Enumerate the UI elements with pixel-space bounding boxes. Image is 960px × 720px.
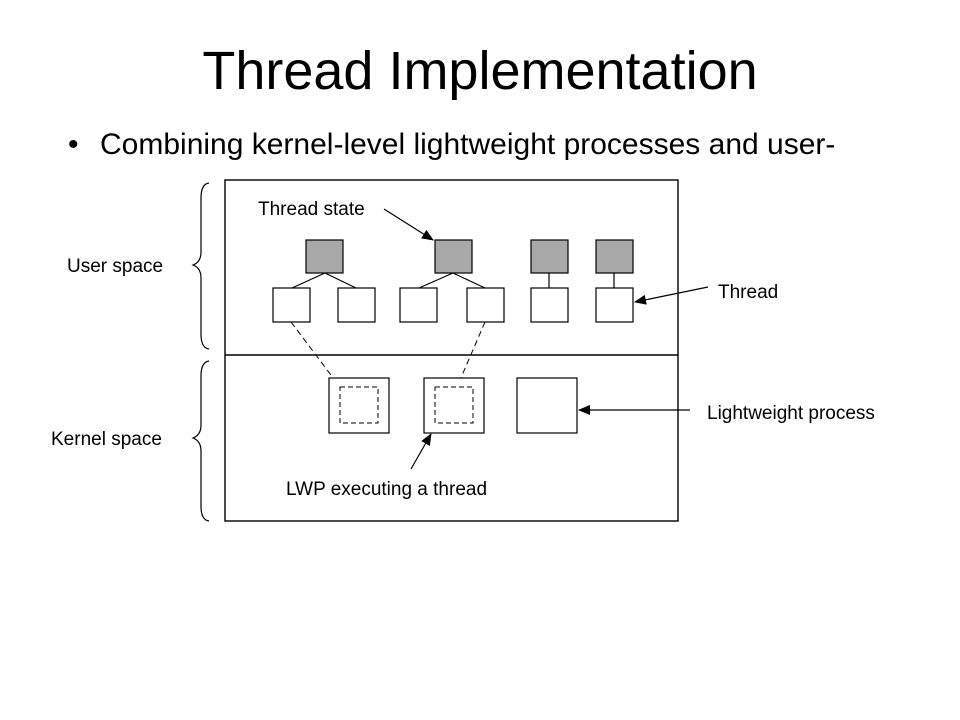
lwp-executing-label: LWP executing a thread: [286, 479, 487, 500]
lwp-inner-thread-dashed: [434, 386, 474, 424]
thread-box: [595, 287, 634, 323]
lwp-inner-thread-dashed: [339, 386, 379, 424]
thread-state-box: [530, 239, 569, 274]
lwp-box: [516, 377, 578, 434]
thread-group: [272, 287, 634, 323]
annotation-arrows: [383, 208, 709, 470]
bullet-text: Combining kernel-level lightweight proce…: [100, 128, 836, 161]
thread-state-label: Thread state: [258, 199, 365, 220]
user-space-label: User space: [67, 256, 163, 277]
thread-state-box: [305, 239, 344, 274]
thread-tree-connectors: [291, 272, 615, 289]
address-space-frame: [224, 179, 679, 522]
thread-box: [337, 287, 376, 323]
user-space-brace: [191, 182, 210, 350]
bullet-item: • Combining kernel-level lightweight proc…: [68, 126, 835, 164]
lwp-executing-arrow: [410, 433, 432, 470]
lwp-box: [328, 377, 390, 434]
thread-box: [399, 287, 438, 323]
bullet-dot-icon: •: [68, 128, 79, 161]
thread-state-box: [595, 239, 634, 274]
thread-state-arrow: [383, 208, 434, 241]
kernel-space-label: Kernel space: [51, 429, 162, 450]
thread-state-box: [434, 239, 473, 274]
thread-lwp-mapping-lines: [290, 321, 486, 388]
slide-title: Thread Implementation: [202, 41, 758, 101]
lwp-group: [328, 377, 578, 434]
thread-label: Thread: [718, 282, 778, 303]
thread-box: [272, 287, 311, 323]
lwp-box: [423, 377, 485, 434]
kernel-space-brace: [191, 360, 210, 522]
lightweight-process-label: Lightweight process: [707, 403, 875, 424]
thread-state-group: [305, 239, 634, 274]
thread-arrow: [634, 286, 709, 305]
thread-box: [466, 287, 505, 323]
thread-box: [530, 287, 569, 323]
